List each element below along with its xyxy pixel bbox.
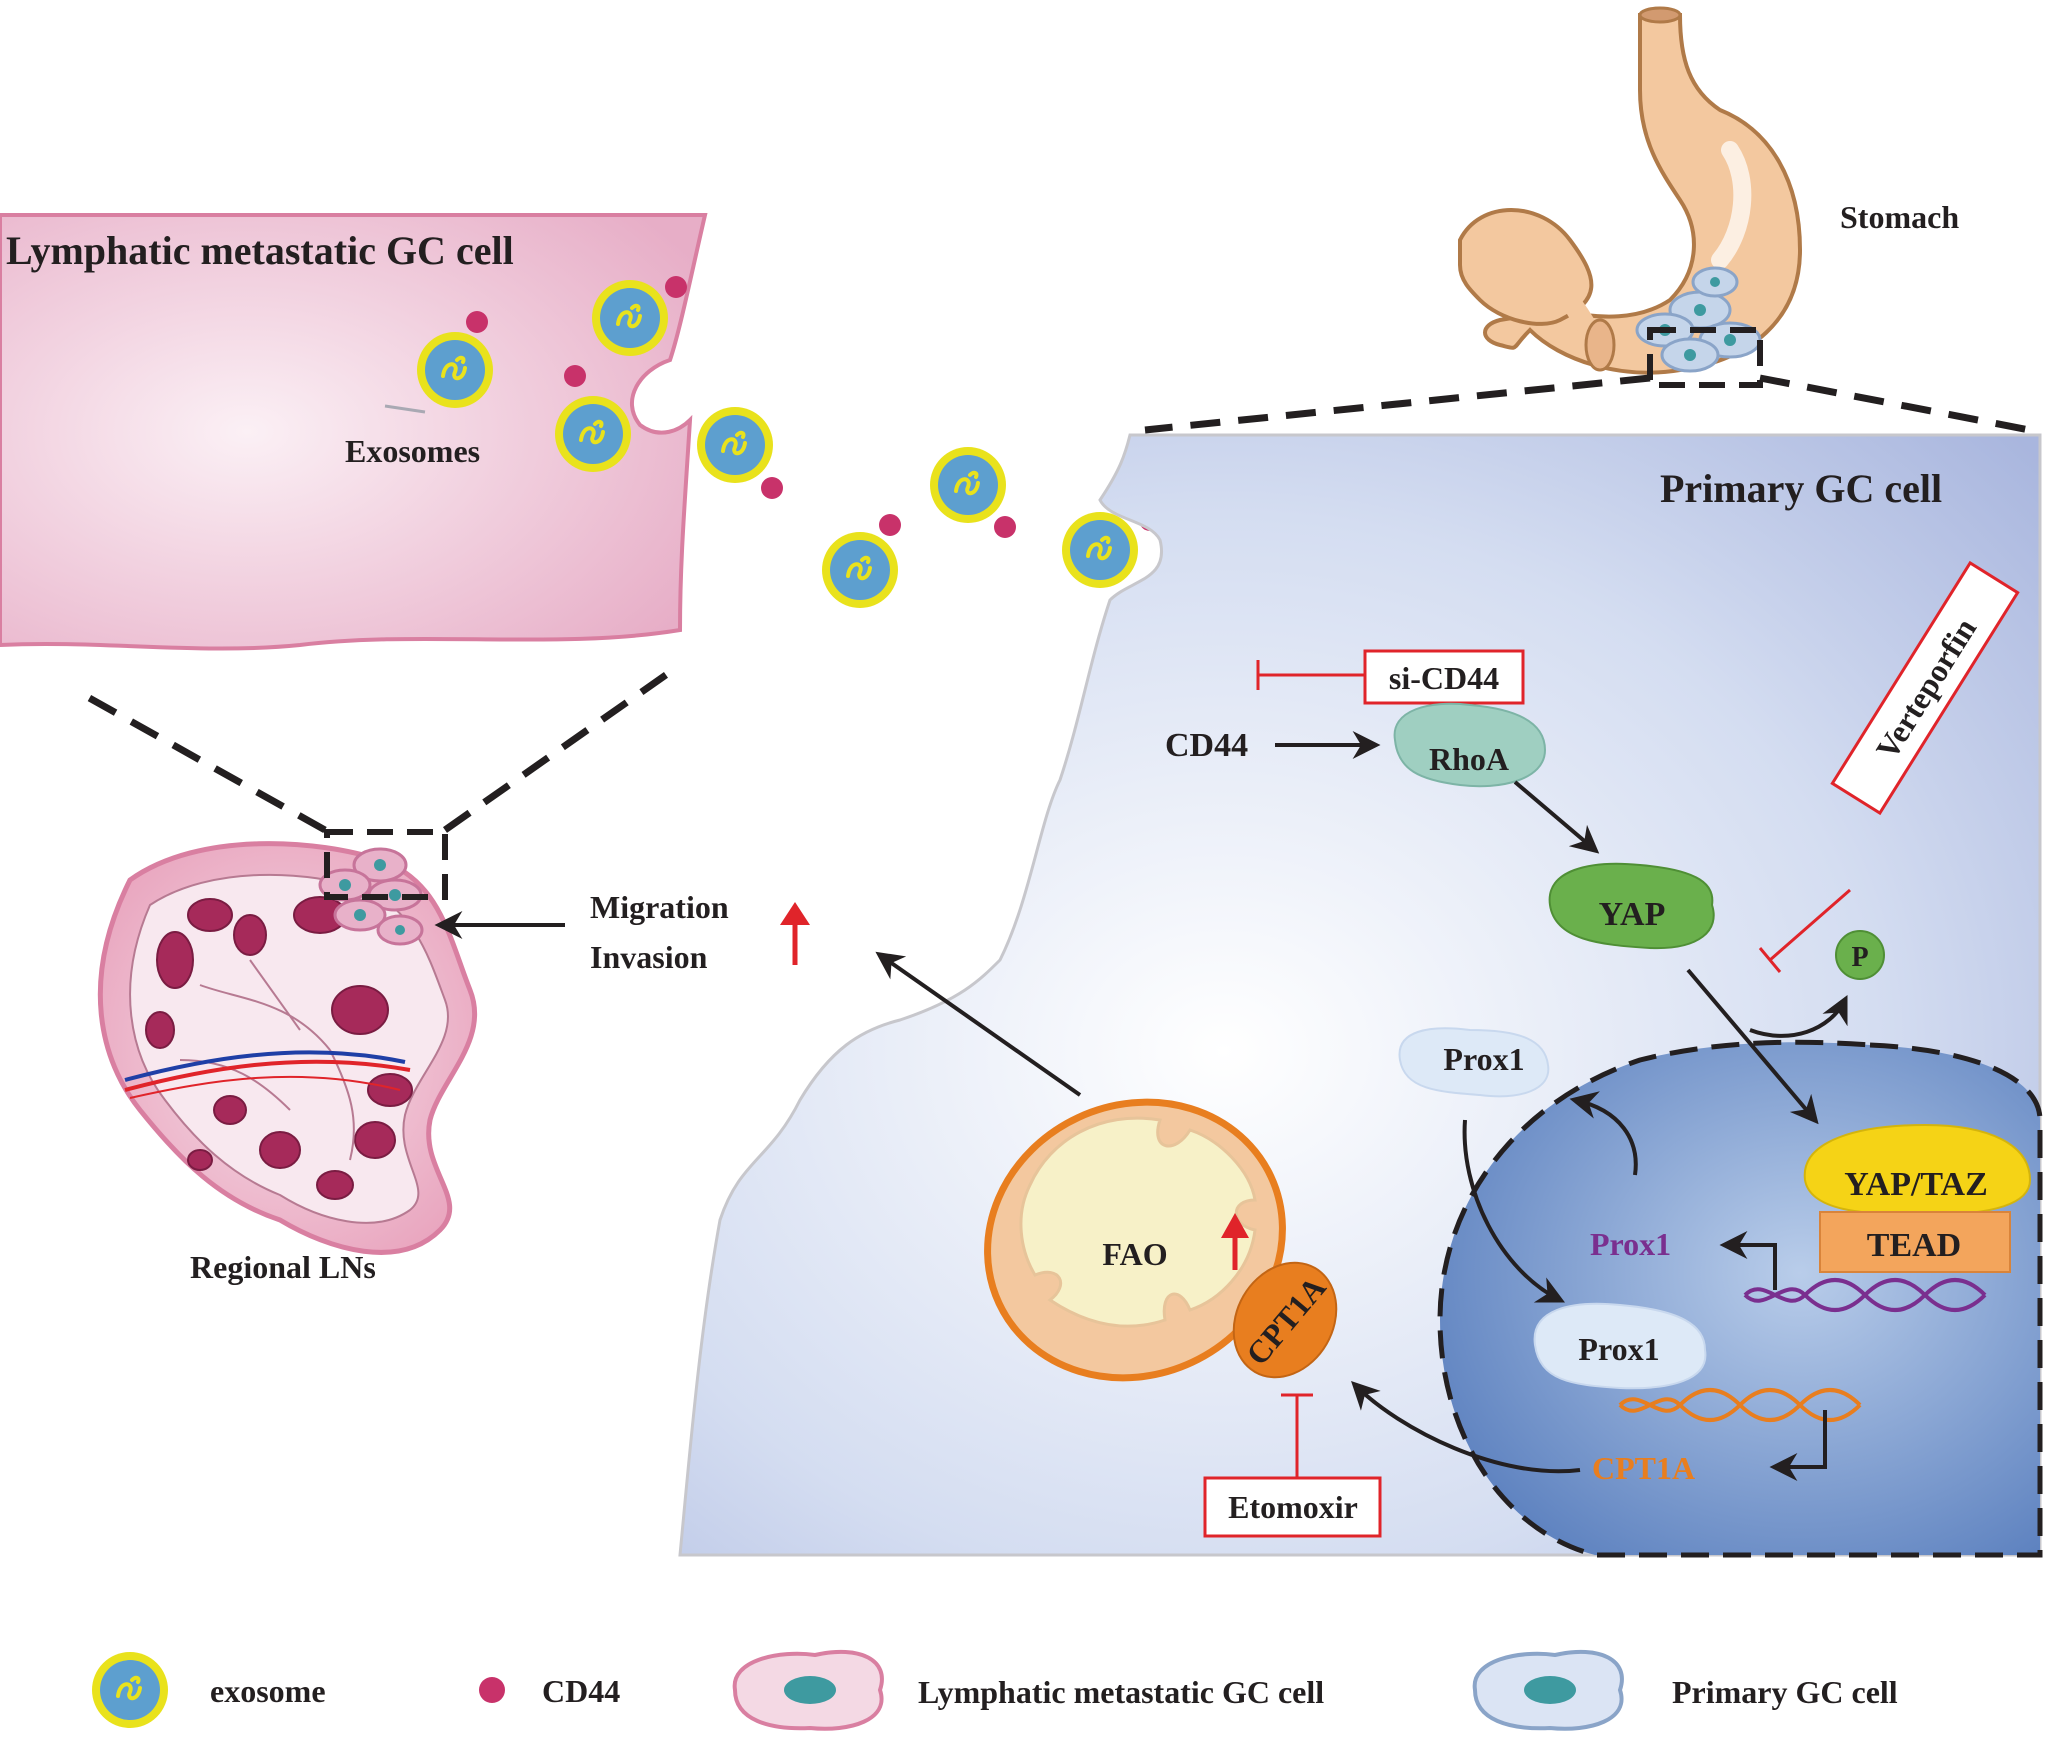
mitochondrion-cristae [1019,1116,1257,1328]
arrow-dna-prox1 [1719,1231,1777,1290]
legend-primary-cell-label: Primary GC cell [1672,1674,1898,1710]
primary-cell-title: Primary GC cell [1660,466,1942,511]
regional-lns-label: Regional LNs [190,1249,376,1285]
arrow-prox1-out [1569,1091,1638,1176]
zoom-line-ln-left [73,686,327,834]
legend-lymphatic-cell-icon [732,1649,884,1731]
yap-shape [1548,862,1715,950]
legend: exosome CD44 Lymphatic metastatic GC cel… [90,1649,1898,1731]
legend-cd44-label: CD44 [542,1673,620,1709]
exosome-2 [590,276,687,358]
prox1-nuc-out-label: Prox1 [1590,1226,1671,1262]
si-cd44-label: si-CD44 [1389,660,1499,696]
arrow-rhoa-yap [1513,780,1600,854]
cpt1a-protein-shape [1232,1261,1338,1379]
dna-prox1-target [1618,1388,1862,1422]
exosome-1 [415,311,495,410]
tead-box [1819,1211,2011,1273]
invasion-label: Invasion [590,939,708,975]
fao-label: FAO [1102,1236,1167,1272]
exosome-5 [820,514,901,610]
legend-cd44-dot [479,1677,505,1703]
zoom-line-ln-right [442,662,683,833]
arrow-yap-nucleus [1686,968,1819,1125]
zoom-line-left [1144,374,1651,434]
zoom-line-right [1759,374,2041,436]
lymph-node-illustration [97,829,478,1255]
cell-fiber [384,404,426,414]
cpt1a-gene-label: CPT1A [1592,1450,1695,1486]
arrow-yap-p [1749,994,1848,1038]
phosphate-circle [1835,930,1885,980]
lymphatic-cell-membrane [0,213,708,651]
etomoxir-label: Etomoxir [1228,1489,1358,1525]
prox1-nuc-label: Prox1 [1578,1331,1659,1367]
exosome-4 [695,405,783,499]
legend-exosome-label: exosome [210,1673,326,1709]
dna-yap-target [1743,1278,1987,1312]
exosome-6 [928,445,1016,538]
prox1-cyto-shape [1398,1027,1550,1098]
prox1-nuc-shape [1533,1302,1707,1390]
stomach-illustration [1458,6,1803,388]
legend-primary-cell-icon [1472,1649,1624,1731]
yap-taz-label: YAP/TAZ [1844,1166,1988,1203]
arrow-cpt1a-mito [1351,1381,1581,1474]
lymphatic-cell-title: Lymphatic metastatic GC cell [6,228,514,273]
exosome-3 [553,365,633,474]
exosomes-label: Exosomes [345,433,480,469]
arrow-prox1-in [1462,1119,1566,1303]
cd44-label: CD44 [1165,727,1248,764]
prox1-cyto-label: Prox1 [1443,1041,1524,1077]
etomoxir-box [1203,1476,1382,1538]
arrow-dna-cpt1a [1769,1410,1827,1481]
verteporfin-inhibit-line [1769,888,1851,962]
legend-exosome-icon [90,1650,170,1730]
migration-label: Migration [590,889,729,925]
stomach-label: Stomach [1840,199,1959,235]
yap-label: YAP [1599,896,1666,933]
phosphate-label: P [1851,942,1868,973]
arrow-to-migration [875,951,1082,1097]
tead-label: TEAD [1867,1227,1961,1264]
verteporfin-box [1830,560,2020,816]
rhoa-label: RhoA [1429,741,1509,777]
rhoa-shape [1393,702,1547,788]
legend-lymphatic-cell-label: Lymphatic metastatic GC cell [918,1674,1324,1710]
